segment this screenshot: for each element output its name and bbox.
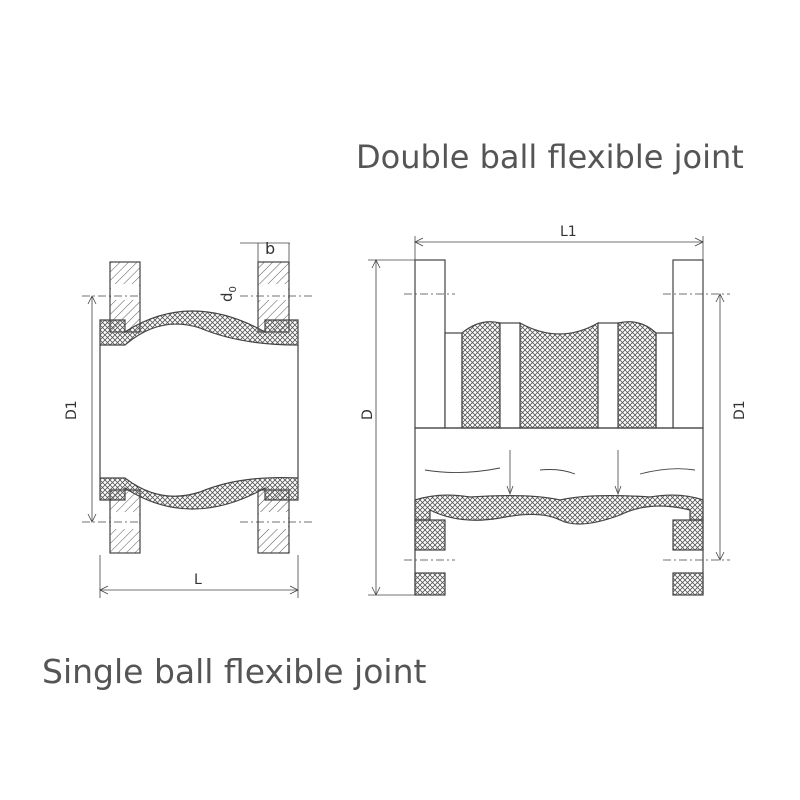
double-ball-title: Double ball flexible joint [356,138,744,176]
single-upper-wall [99,310,299,346]
single-ball-joint [82,242,312,598]
dim-L-label: L [194,572,202,588]
dim-single-D1-label: D1 [64,400,80,420]
double-ball-joint [368,236,730,596]
right-upper-flange-double [672,259,704,429]
dim-D-label: D [360,409,376,420]
dim-L1-label: L1 [560,224,577,240]
single-lower-wall [99,476,299,510]
dim-d0-label: d0 [218,286,239,302]
dim-b-label: b [265,239,275,258]
dim-double-D1-label: D1 [732,400,748,420]
left-upper-flange-double [414,259,446,429]
single-ball-title: Single ball flexible joint [42,652,427,691]
